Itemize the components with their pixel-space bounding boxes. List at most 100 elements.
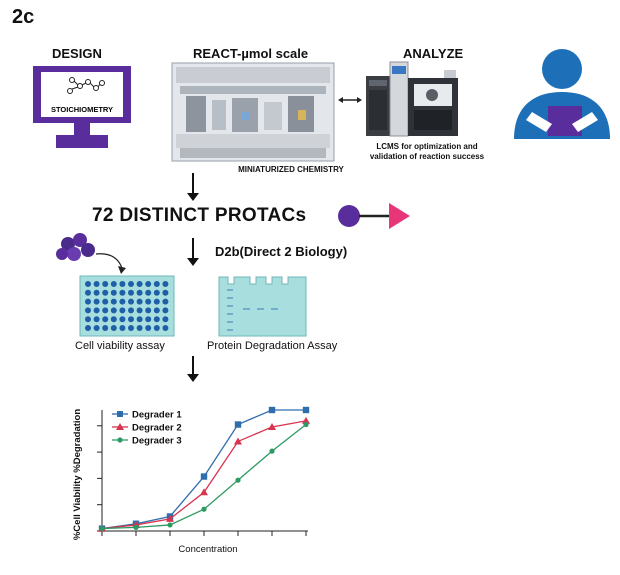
double-arrow-icon xyxy=(338,97,362,103)
well-dot xyxy=(85,289,91,296)
data-point xyxy=(200,488,208,496)
well-dot xyxy=(128,307,134,314)
x-axis-label: Concentration xyxy=(178,544,237,555)
well-dot xyxy=(85,307,91,314)
well-dot xyxy=(110,298,117,305)
data-point xyxy=(99,525,105,532)
well-dot xyxy=(136,307,143,314)
well-dot xyxy=(110,289,117,296)
well-dot xyxy=(119,316,126,323)
well-dot xyxy=(119,325,126,331)
legend-label: Degrader 2 xyxy=(132,423,182,434)
d2b-label: D2b(Direct 2 Biology) xyxy=(215,244,348,259)
analyze-caption-1: LCMS for optimization and xyxy=(376,142,478,151)
well-dot xyxy=(85,281,91,287)
design-title: DESIGN xyxy=(52,46,102,61)
well-dot xyxy=(110,307,117,314)
legend-label: Degrader 1 xyxy=(132,410,182,421)
monitor-icon xyxy=(33,66,131,148)
well-dot xyxy=(93,289,100,296)
well-dot xyxy=(110,281,117,287)
well-dot xyxy=(128,316,134,323)
curved-arrow xyxy=(95,253,123,269)
well-dot xyxy=(145,316,152,323)
well-dot xyxy=(128,289,134,296)
well-dot xyxy=(145,281,152,287)
well-dot xyxy=(145,325,152,331)
protein-degradation-label: Protein Degradation Assay xyxy=(207,340,338,352)
well-dot xyxy=(145,289,152,296)
well-dot xyxy=(85,298,91,305)
protac-molecule-icon xyxy=(338,203,410,229)
react-caption: MINIATURIZED CHEMISTRY xyxy=(238,165,344,174)
well-dot xyxy=(119,298,126,305)
well-dot xyxy=(162,307,169,314)
analyze-caption-2: validation of reaction success xyxy=(369,152,485,161)
well-dot xyxy=(162,298,169,305)
well-dot xyxy=(153,298,160,305)
data-point xyxy=(166,514,174,522)
well-dot xyxy=(162,316,169,323)
data-point xyxy=(167,522,173,528)
data-point xyxy=(200,473,208,480)
well-dot xyxy=(136,325,143,331)
well-dot xyxy=(119,281,126,287)
y-axis-label: %Cell Viability %Degradation xyxy=(72,409,83,540)
well-dot xyxy=(145,307,152,314)
well-dot xyxy=(162,289,169,296)
well-dot xyxy=(102,325,109,331)
well-dot xyxy=(93,281,100,287)
well-dot xyxy=(153,307,160,314)
legend-marker xyxy=(117,437,123,443)
figure-label: 2c xyxy=(12,6,35,28)
arrow-down-2 xyxy=(187,238,199,266)
well-dot xyxy=(119,307,126,314)
data-point xyxy=(268,422,276,430)
protacs-title: 72 DISTINCT PROTACs xyxy=(92,205,307,226)
well-dot xyxy=(136,316,143,323)
well-dot xyxy=(102,316,109,323)
data-point xyxy=(201,506,207,512)
well-dot xyxy=(153,289,160,296)
well-dot xyxy=(153,325,160,331)
well-dot xyxy=(102,307,109,314)
data-point xyxy=(302,416,310,424)
data-point xyxy=(234,437,242,445)
data-point xyxy=(302,406,310,414)
well-dot xyxy=(93,307,100,314)
screen-text: STOICHIOMETRY xyxy=(51,105,113,114)
well-dot xyxy=(128,325,134,331)
data-point xyxy=(235,477,241,483)
well-dot xyxy=(85,325,91,331)
cell-viability-label: Cell viability assay xyxy=(75,340,165,352)
legend-marker xyxy=(116,423,124,430)
western-blot-icon xyxy=(218,276,307,337)
lcms-instrument-image xyxy=(366,61,458,137)
well-dot xyxy=(119,289,126,296)
well-dot xyxy=(145,298,152,305)
data-point xyxy=(234,421,242,428)
well-dot xyxy=(102,298,109,305)
data-point xyxy=(303,421,309,428)
well-dot xyxy=(162,281,169,287)
molecule-icon xyxy=(67,77,105,94)
arrow-down-1 xyxy=(187,173,199,201)
well-dot xyxy=(162,325,169,331)
data-point xyxy=(133,524,139,530)
arrow-down-3 xyxy=(187,356,199,382)
well-dot xyxy=(128,281,134,287)
analyze-title: ANALYZE xyxy=(403,46,464,61)
well-dot xyxy=(93,325,100,331)
well-dot xyxy=(153,281,160,287)
react-title: REACT-µmol scale xyxy=(193,46,309,61)
well-dot xyxy=(136,298,143,305)
well-dot xyxy=(93,298,100,305)
well-dot xyxy=(136,289,143,296)
legend-marker xyxy=(117,411,123,417)
person-icon xyxy=(514,49,610,139)
well-dot xyxy=(110,316,117,323)
cells-icon xyxy=(56,233,95,261)
well-dot xyxy=(128,298,134,305)
